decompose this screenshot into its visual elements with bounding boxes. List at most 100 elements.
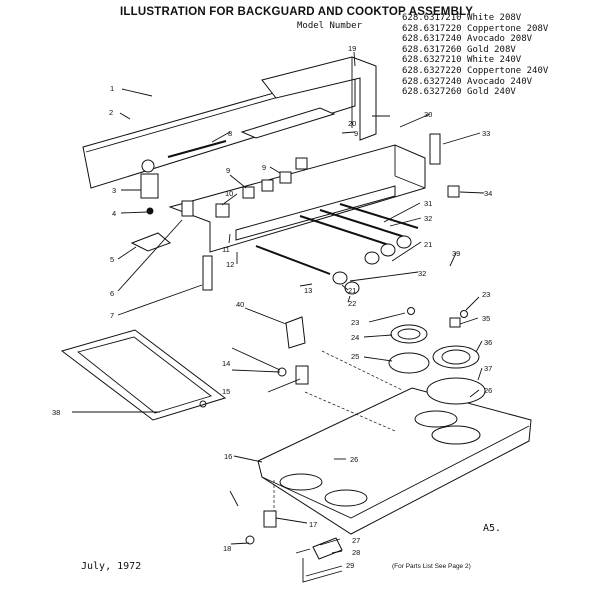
callout-30: 30 [424,110,432,119]
callout-38: 38 [52,408,60,417]
lower-bracket [263,510,277,528]
callout-6: 6 [110,289,114,298]
callout-39: 39 [452,249,460,258]
model-entry: 628.6317260 Gold 208V [402,44,516,55]
callout-2: 2 [109,108,113,117]
callout-24: 24 [351,333,359,342]
control-knob [332,271,348,285]
sheet-code: A5. [483,523,502,534]
callout-35: 35 [482,314,490,323]
burner-hole [279,473,323,491]
element-receptacle-clip [460,310,468,318]
callout-17: 17 [309,520,317,529]
parts-list-note: (For Parts List See Page 2) [392,563,471,570]
callout-32: 32 [424,214,432,223]
terminal-block [295,365,309,385]
callout-26: 26 [350,455,358,464]
callout-13: 13 [304,286,312,295]
surface-element [390,324,428,344]
control-knob [364,251,380,265]
drip-pan [388,352,430,374]
surface-element-large [432,345,480,369]
lamp-bulb [141,159,155,173]
element-receptacle-clip [407,307,415,315]
model-entry: 628.6327240 Avocado 240V [402,76,533,87]
callout-28: 28 [352,548,360,557]
callout-31: 31 [424,199,432,208]
callout-22: 22 [348,299,356,308]
callout-37: 37 [484,364,492,373]
callout-8: 8 [228,129,232,138]
model-entry: 628.6327210 White 240V [402,55,522,66]
burner-hole [324,489,368,507]
callout-numbers: 1 2 3 4 5 6 7 8 9 9 9 10 11 12 13 14 15 … [52,44,492,570]
terminal-block-lower [312,537,343,560]
callout-18: 18 [223,544,231,553]
infinite-switch [181,200,194,217]
callout-19: 19 [348,44,356,53]
callout-10: 10 [225,189,233,198]
callout-3: 3 [112,186,116,195]
spring-clip [130,232,171,252]
lamp-socket [140,173,159,199]
callout-40: 40 [236,300,244,309]
callout-5: 5 [110,255,114,264]
backguard-rear-channel [261,56,377,141]
callout-11: 11 [222,245,230,254]
callout-29: 29 [346,561,354,570]
support-rod [167,139,227,159]
callout-27: 27 [352,536,360,545]
callout-9: 9 [354,129,358,138]
callout-9: 9 [226,166,230,175]
burner-hole [414,410,458,428]
callout-32: 32 [418,269,426,278]
cooktop-main-top [257,387,532,535]
burner-hole [431,425,481,445]
publication-date: July, 1972 [81,561,142,572]
callout-20: 20 [348,119,356,128]
callout-16: 16 [224,452,232,461]
griddle-cover [60,329,227,421]
callout-33: 33 [482,129,490,138]
callout-23: 23 [351,318,359,327]
clip-34 [447,185,460,198]
callout-21: 21 [424,240,432,249]
callout-4: 4 [112,209,116,218]
control-knob [396,235,412,249]
model-number-label: Model Number [297,21,363,31]
control-knob [380,243,396,257]
model-list: 628.6317210 White 208V 628.6317220 Coppe… [402,13,548,98]
infinite-switch [215,203,230,218]
drip-pan-large [426,377,486,405]
callout-36: 36 [484,338,492,347]
push-switch [279,171,292,184]
backguard-glass-panel [82,69,356,189]
screw [245,535,255,545]
end-cap-bracket [429,133,441,165]
model-entry: 628.6327220 Coppertone 240V [402,65,549,76]
mounting-bracket [240,107,336,139]
push-switch [261,179,274,192]
callout-34: 34 [484,189,492,198]
callout-9: 9 [262,163,266,172]
model-entry: 628.6327260 Gold 240V [402,87,516,98]
callout-21: 21 [348,286,356,295]
model-entry: 628.6317210 White 208V [402,13,522,23]
trim-strip [202,255,213,291]
callout-23: 23 [482,290,490,299]
terminal-bracket [285,316,306,349]
control-panel-front [235,185,396,241]
push-switch [295,157,308,170]
callout-25: 25 [351,352,359,361]
callout-1: 1 [110,84,114,93]
model-entry: 628.6317240 Avocado 208V [402,34,533,45]
diagram-title: ILLUSTRATION FOR BACKGUARD AND COOKTOP A… [120,6,474,18]
element-receptacle [449,317,461,328]
push-switch [242,186,255,199]
model-entry: 628.6317220 Coppertone 208V [402,23,549,34]
callout-7: 7 [110,311,114,320]
callout-15: 15 [222,387,230,396]
callout-26: 26 [484,386,492,395]
